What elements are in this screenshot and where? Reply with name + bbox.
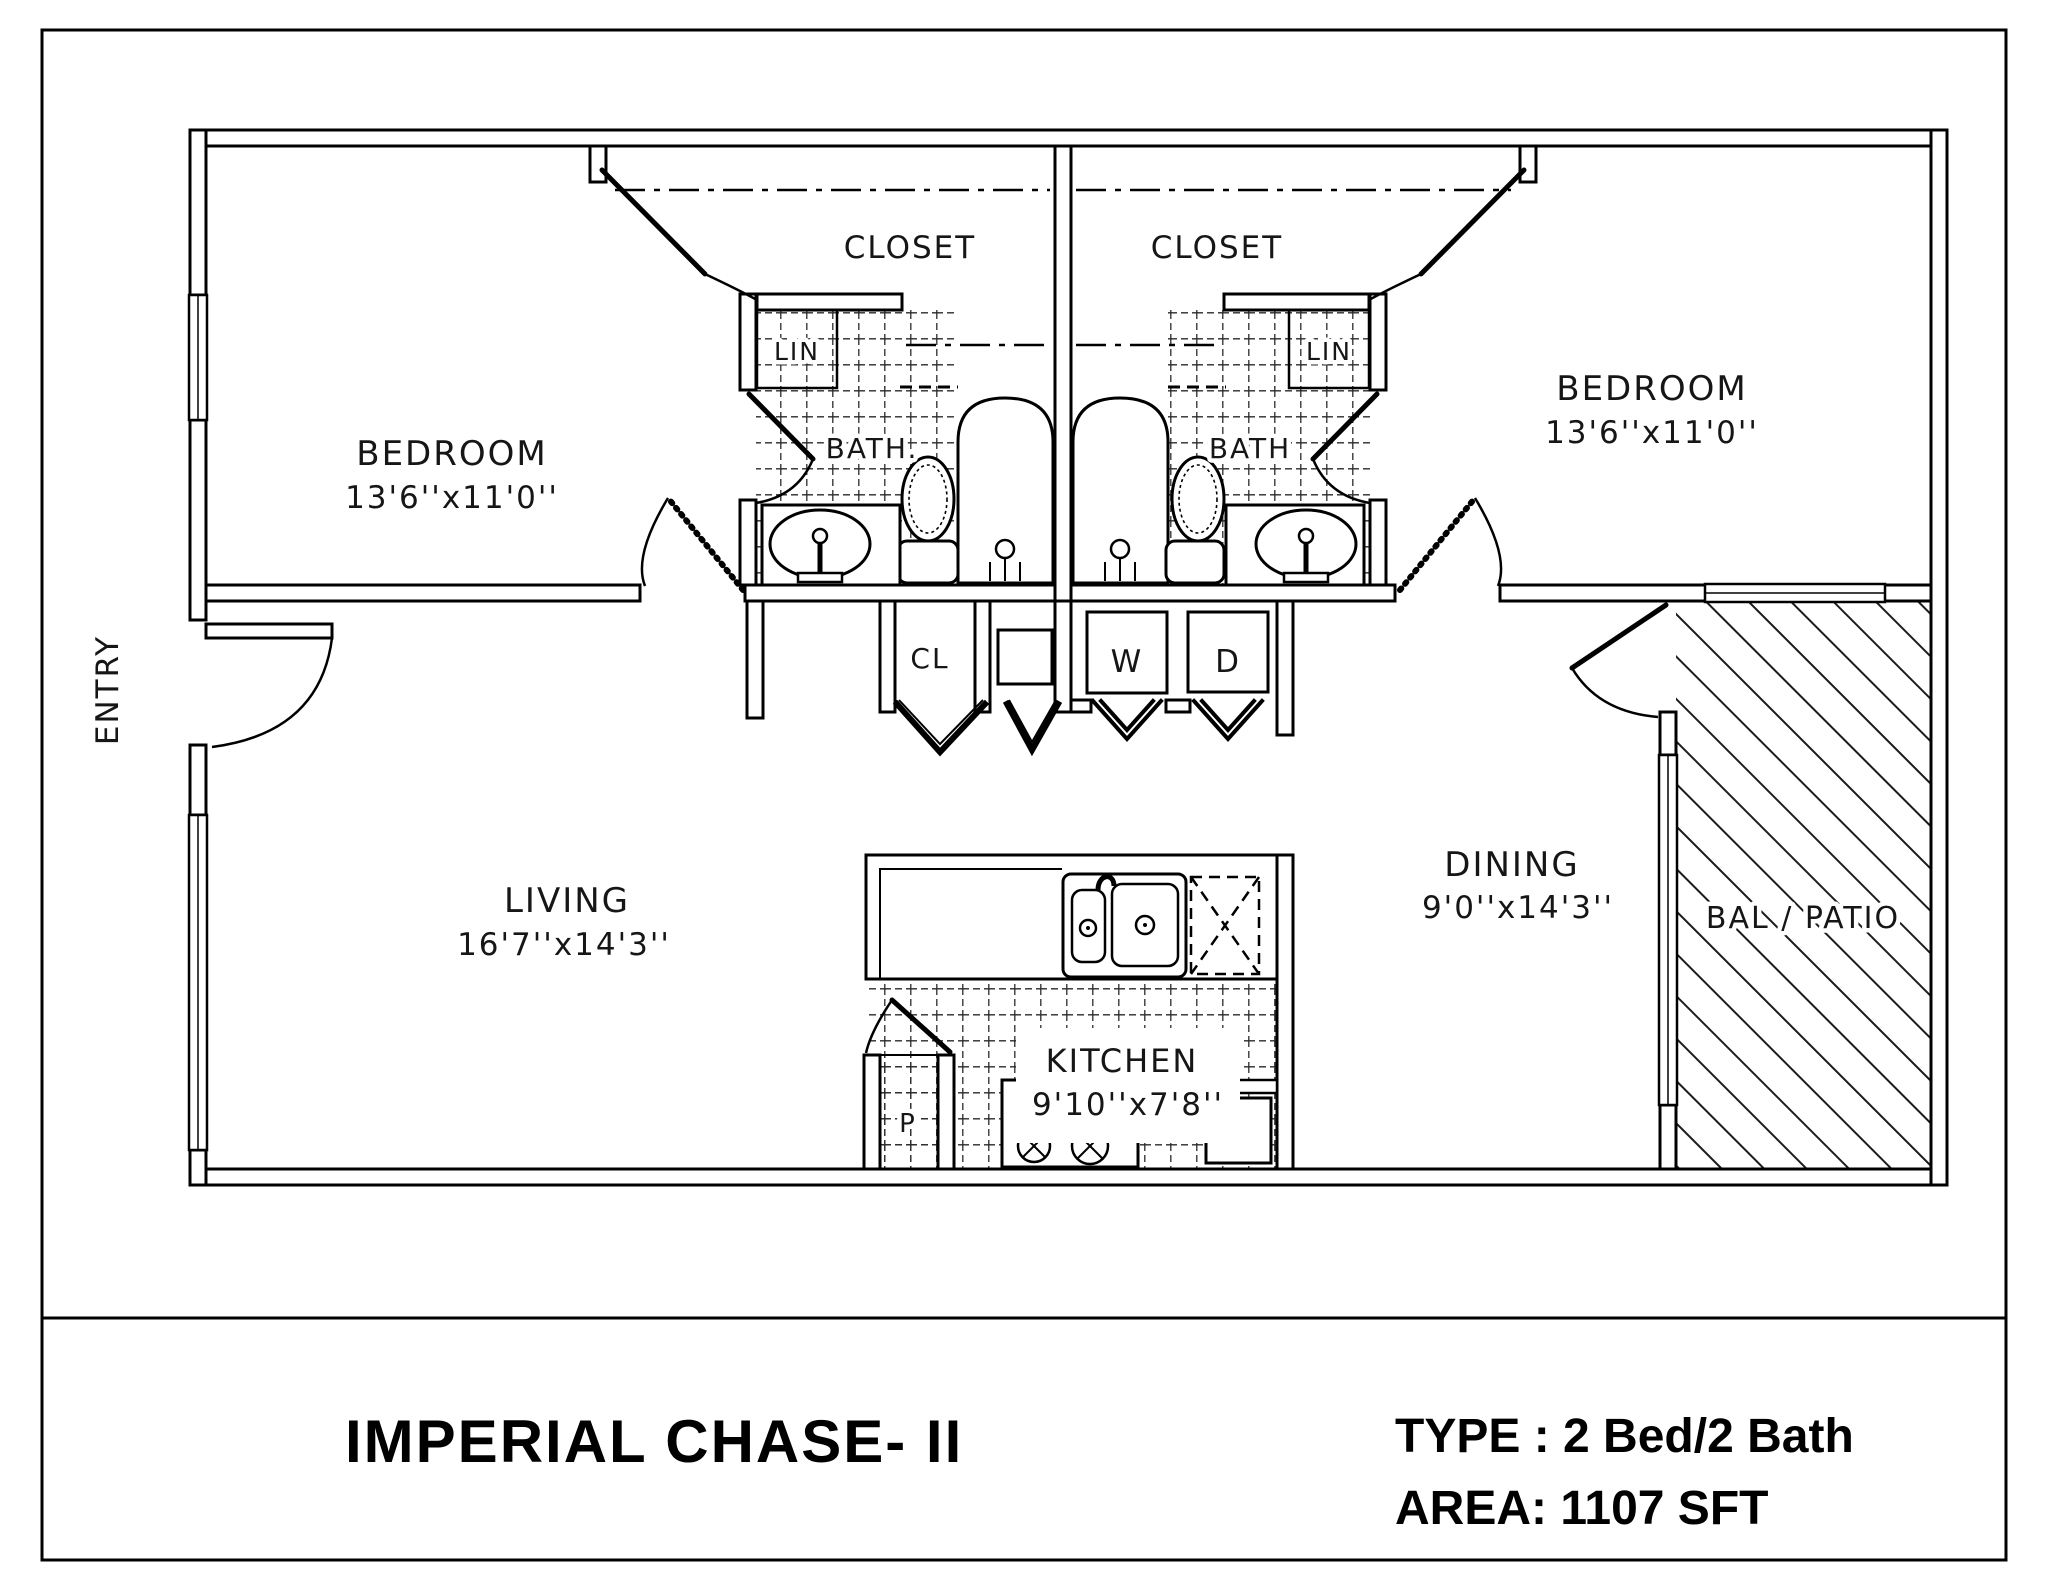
balcony-wall-a: [1658, 710, 1678, 757]
wd-front-stub-b: [1164, 698, 1192, 714]
bath-right-door: [1310, 391, 1380, 505]
bedroom-left-dims: 13'6''x11'0'': [345, 480, 559, 516]
wd-right-wall: [1275, 599, 1295, 737]
washer-label: W: [1111, 644, 1144, 680]
toilet-left: [896, 455, 960, 585]
kitchen-sink: [1061, 872, 1188, 979]
wall-right: [1929, 128, 1949, 1187]
bedroom-left-label: BEDROOM: [356, 434, 547, 474]
wall-left-b: [188, 418, 208, 622]
bedroom-right-label: BEDROOM: [1556, 369, 1747, 409]
hall-closet-bifold: [892, 699, 990, 757]
room-labels: BEDROOM 13'6''x11'0'' BEDROOM 13'6''x11'…: [86, 226, 1903, 1144]
closet-right-door: [1368, 167, 1527, 302]
dining-dims: 9'0''x14'3'': [1422, 890, 1614, 926]
pantry-right-wall: [936, 1053, 956, 1171]
cl-right-wall: [973, 599, 992, 714]
living-label: LIVING: [504, 881, 630, 921]
closet-right-stub: [1518, 144, 1538, 184]
pantry-left-wall: [862, 1053, 882, 1171]
bedroom-right-dims: 13'6''x11'0'': [1545, 415, 1759, 451]
title-block: IMPERIAL CHASE- II TYPE : 2 Bed/2 Bath A…: [345, 1408, 1854, 1535]
dryer-door-chevron: [1191, 698, 1265, 742]
faucet-icon: [1095, 874, 1117, 891]
bedR-bath-wall-b: [1368, 498, 1388, 587]
center-wall-ext: [1053, 599, 1073, 714]
wall-top: [188, 128, 1949, 148]
linen-right-box: [1287, 308, 1371, 390]
wall-hall-left: [204, 583, 642, 603]
entry-door: [204, 622, 334, 749]
wall-left-c: [188, 743, 208, 817]
entry-label: ENTRY: [90, 635, 126, 745]
window-bedroom-right-balcony: [1703, 582, 1887, 604]
living-dims: 16'7''x14'3'': [457, 927, 671, 963]
bedL-bath-wall-b: [738, 498, 758, 587]
dishwasher: [1189, 875, 1261, 976]
kitchen-dims: 9'10''x7'8'': [1032, 1087, 1224, 1123]
shelf-compartment-bifold: [1002, 699, 1063, 757]
wd-front-stub-a: [1069, 698, 1093, 714]
unit-type: TYPE : 2 Bed/2 Bath: [1395, 1410, 1854, 1463]
bath-right-label: BATH: [1209, 432, 1291, 465]
hall-shelf: [996, 628, 1054, 686]
washer-door-chevron: [1090, 698, 1164, 742]
window-bedroom-left: [187, 293, 209, 422]
unit-area: AREA: 1107 SFT: [1395, 1482, 1768, 1535]
bath-right-tile-upper: [1168, 310, 1289, 388]
doors: [204, 167, 1669, 1055]
bedR-bath-wall-a: [1368, 292, 1388, 392]
washer-box: [1085, 610, 1169, 695]
wall-left-d: [188, 1148, 208, 1187]
closet-left-stub: [588, 144, 608, 184]
bath-left-label: BATH.: [826, 432, 919, 465]
dining-label: DINING: [1444, 845, 1579, 885]
vanity-sink-left: [760, 503, 902, 587]
closet-right-label: CLOSET: [1151, 230, 1283, 266]
bathtub-left: [956, 396, 1055, 585]
closet-left-floor-wall: [755, 292, 904, 312]
linen-left-box: [755, 308, 839, 390]
window-living: [187, 813, 209, 1152]
hall-stub: [745, 599, 765, 720]
pantry-door: [864, 997, 953, 1055]
closet-left-label: CLOSET: [844, 230, 976, 266]
wall-left-a: [188, 128, 208, 297]
bath-left-tile-upper: [837, 310, 958, 388]
vanity-sink-right: [1224, 503, 1366, 587]
wall-bottom: [188, 1167, 1949, 1187]
closet-rod-lines: [615, 188, 1511, 347]
linen-right-label: LIN: [1306, 337, 1352, 366]
toilet-right: [1164, 455, 1226, 585]
cl-left-wall: [878, 599, 897, 714]
kitchen-label: KITCHEN: [1046, 1042, 1199, 1080]
balcony-wall-b: [1658, 1103, 1678, 1171]
bath-left-door: [746, 391, 816, 505]
bedroom-left-door: [640, 495, 746, 593]
kitchen-label-mask: [1016, 1028, 1240, 1143]
kitchen-dining-wall: [1275, 853, 1295, 1171]
walls: [188, 128, 1949, 1187]
pantry-label: P: [899, 1109, 917, 1139]
balcony-label: BAL / PATIO: [1706, 901, 1900, 936]
bedroom-right-door: [1397, 495, 1503, 593]
hall-closet-label: CL: [910, 642, 949, 675]
project-title: IMPERIAL CHASE- II: [345, 1408, 963, 1475]
bathtub-right: [1071, 396, 1170, 585]
bedL-bath-wall-a: [738, 292, 758, 392]
dryer-label: D: [1215, 644, 1241, 680]
windows: [187, 293, 1887, 1152]
balcony-door: [1569, 602, 1669, 719]
balcony-hatch: [1676, 601, 1931, 1169]
closet-left-door: [599, 167, 758, 302]
window-balcony: [1657, 753, 1679, 1107]
dryer-box: [1186, 610, 1270, 694]
wall-center: [1053, 144, 1073, 603]
closet-right-floor-wall: [1222, 292, 1371, 312]
linen-left-label: LIN: [774, 337, 820, 366]
